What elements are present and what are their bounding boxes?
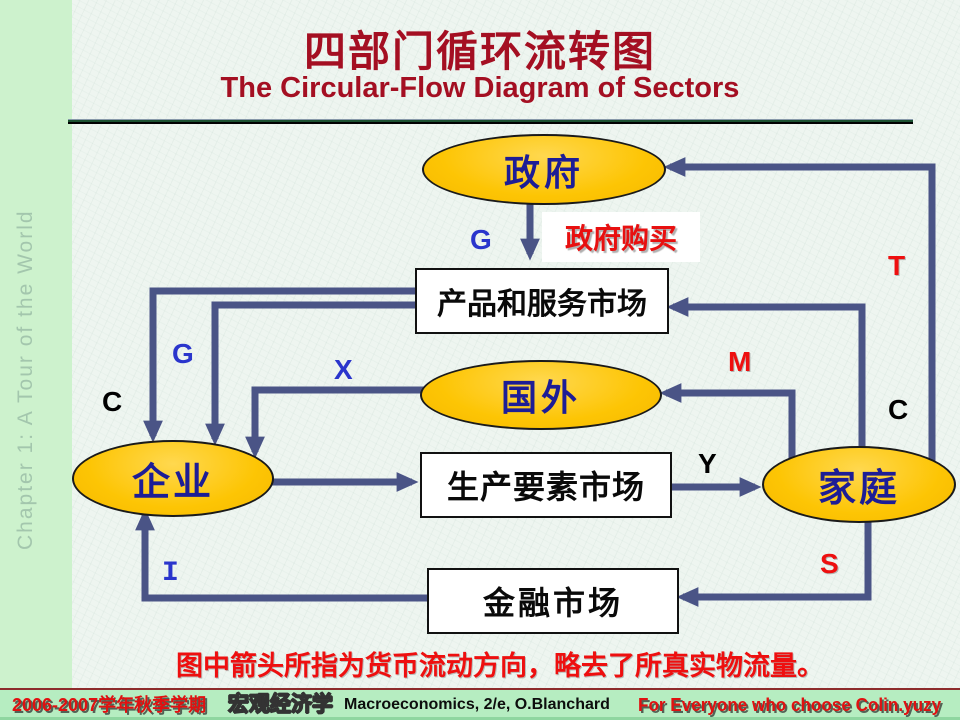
slide-title: 四部门循环流转图	[303, 28, 656, 75]
flow-label-c-left: C	[102, 386, 123, 417]
arrow-c-goods-to-firms	[143, 287, 415, 443]
gov-purchase-callout: 政府购买	[542, 212, 700, 262]
arrow-x-foreign-to-firms	[245, 386, 425, 459]
footer-textbook-reference: Macroeconomics, 2/e, O.Blanchard	[344, 696, 610, 713]
chapter-sidebar: Chapter 1: A Tour of the World	[0, 0, 72, 688]
node-goods-services-market: 产品和服务市场	[415, 268, 669, 334]
arrow-t-households-to-government	[663, 157, 936, 465]
footer-slogan-text: For Everyone who choose Colin.yuzy	[638, 695, 942, 715]
node-government: 政府	[422, 134, 666, 205]
node-factor-market: 生产要素市场	[420, 452, 672, 518]
flow-label-y: Y	[698, 448, 717, 479]
arrow-m-households-to-foreign	[659, 383, 796, 465]
slide-subtitle: The Circular-Flow Diagram of Sectors	[220, 72, 740, 104]
flow-label-t: T	[888, 250, 906, 281]
footer-term-text: 2006-2007学年秋季学期	[12, 695, 207, 715]
arrow-s-households-to-financial	[676, 500, 872, 607]
flow-label-g-top: G	[470, 224, 492, 255]
flow-label-g-left: G	[172, 338, 194, 369]
arrow-g-goods-to-firms	[205, 301, 415, 446]
node-households: 家庭	[762, 446, 956, 523]
flow-label-i: I	[162, 558, 179, 589]
arrow-c-households-to-goods	[666, 297, 866, 465]
node-firms: 企业	[72, 440, 274, 517]
money-flow-footnote: 图中箭头所指为货币流动方向，略去了所真实物流量。	[176, 651, 824, 681]
flow-label-c-right: C	[888, 394, 909, 425]
footer-bar: 2006-2007学年秋季学期 宏观经济学 Macroeconomics, 2/…	[0, 688, 960, 720]
footer-course-title: 宏观经济学	[228, 693, 334, 717]
flow-label-x: X	[334, 354, 353, 385]
node-foreign-sector: 国外	[420, 360, 662, 430]
node-financial-market: 金融市场	[427, 568, 679, 634]
flow-label-m: M	[728, 346, 752, 377]
arrow-i-financial-to-firms	[135, 508, 432, 602]
title-divider-rule	[68, 119, 913, 124]
flow-label-s: S	[820, 548, 839, 579]
